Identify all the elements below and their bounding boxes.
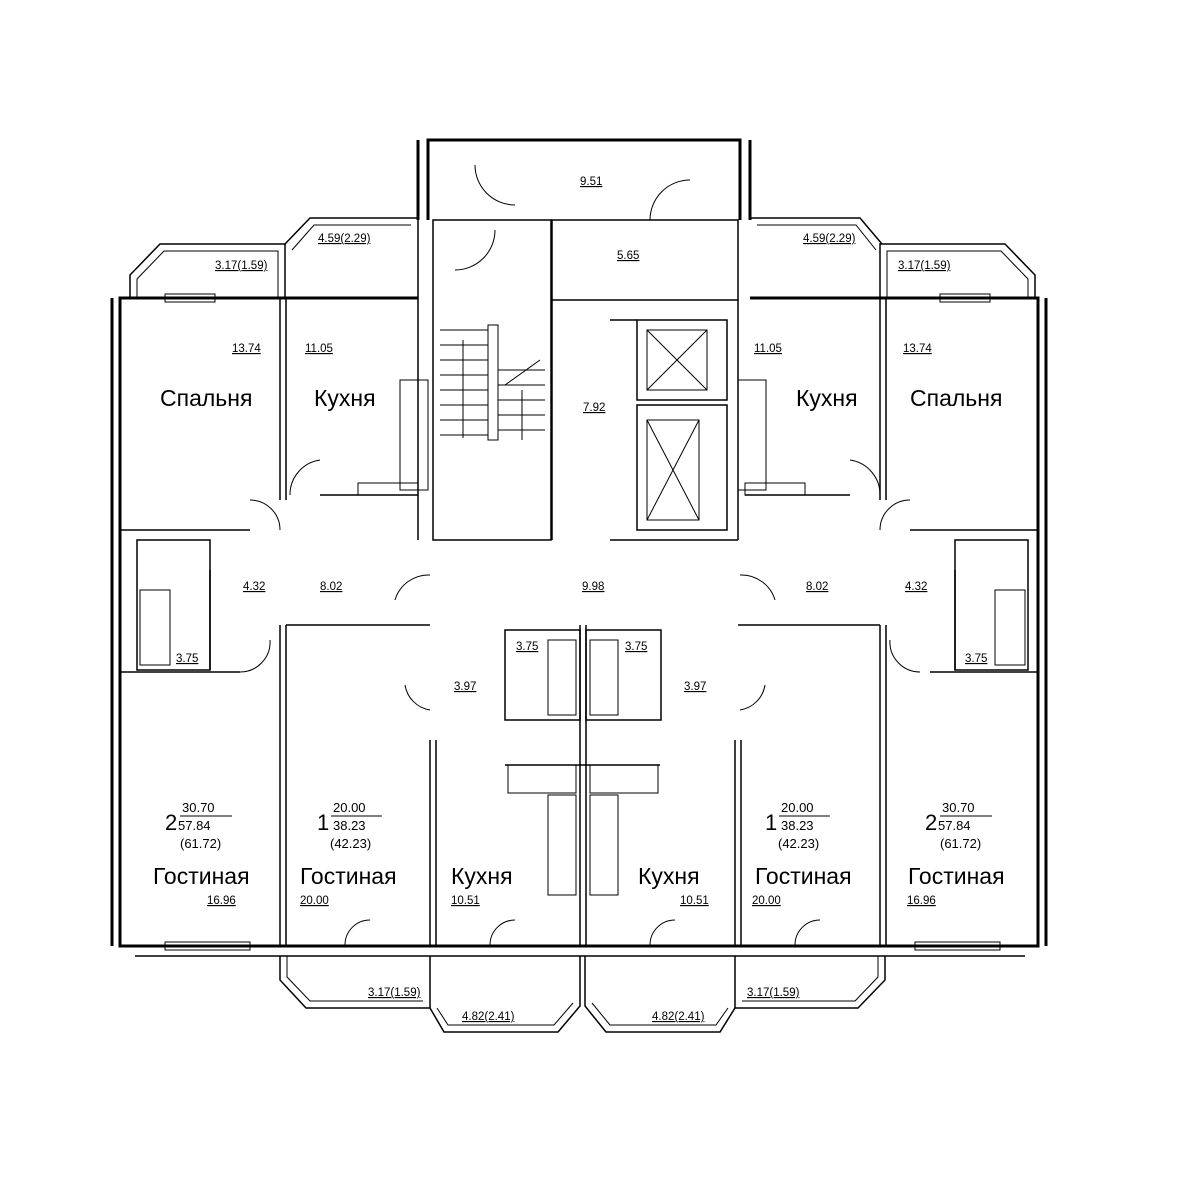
room-name-kitchen-tl: Кухня [314,385,376,411]
apartment-area-with-balcony: (42.23) [330,836,371,851]
apartment-area-with-balcony: (61.72) [180,836,221,851]
area-kitchen-br: 10.51 [680,895,709,907]
apartment-area-with-balcony: (61.72) [940,836,981,851]
interior-walls [120,164,1038,951]
area-elevator-hall: 7.92 [583,402,605,414]
apartment-total-area: 57.84 [938,818,971,833]
area-kitchen-bl: 10.51 [451,895,480,907]
apartment-area-with-balcony: (42.23) [778,836,819,851]
room-name-living-left: Гостиная [300,863,397,889]
area-living-far-right: 16.96 [907,895,936,907]
area-living-far-left: 16.96 [207,895,236,907]
apartment-living-area: 20.00 [333,800,366,815]
area-corridor-center: 9.98 [582,581,604,593]
apartment-rooms: 2 [165,810,177,835]
room-name-kitchen-tr: Кухня [796,385,858,411]
area-balcony-bc-left: 4.82(2.41) [462,1011,515,1023]
area-balcony-tr-outer: 3.17(1.59) [898,260,951,272]
room-areas: 13.74 11.05 11.05 13.74 16.96 20.00 10.5… [176,176,987,1023]
area-top-vestibule: 9.51 [580,176,602,188]
room-name-bedroom-left: Спальня [160,385,252,411]
area-kitchen-tl: 11.05 [305,343,333,355]
apartment-summary-2: 1 20.00 38.23 (42.23) [317,800,382,851]
room-name-kitchen-bl: Кухня [451,863,513,889]
area-bedroom-left: 13.74 [232,343,261,355]
apartment-summary-3: 1 20.00 38.23 (42.23) [765,800,830,851]
apartment-rooms: 2 [925,810,937,835]
area-living-left: 20.00 [300,895,329,907]
area-bedroom-right: 13.74 [903,343,932,355]
apartment-total-area: 38.23 [333,818,366,833]
area-hall-left: 4.32 [243,581,265,593]
area-balcony-bl: 3.17(1.59) [368,987,421,999]
room-labels: Спальня Кухня Кухня Спальня Гостиная Гос… [153,385,1005,889]
area-balcony-tl-inner: 4.59(2.29) [318,233,371,245]
apartment-living-area: 30.70 [942,800,975,815]
stair-treads [440,324,545,441]
area-top-hall: 5.65 [617,250,639,262]
area-hall-center-left: 3.97 [454,681,476,693]
area-bath-left: 3.75 [176,653,198,665]
area-balcony-tl-outer: 3.17(1.59) [215,260,268,272]
apartment-living-area: 30.70 [182,800,215,815]
room-name-living-far-right: Гостиная [908,863,1005,889]
room-name-kitchen-br: Кухня [638,863,700,889]
area-kitchen-tr: 11.05 [754,343,782,355]
area-living-right: 20.00 [752,895,781,907]
room-name-living-right: Гостиная [755,863,852,889]
apartment-rooms: 1 [317,810,329,835]
area-bath-right: 3.75 [965,653,987,665]
apartment-rooms: 1 [765,810,777,835]
apartment-summary-4: 2 30.70 57.84 (61.72) [925,800,992,851]
area-balcony-tr-inner: 4.59(2.29) [803,233,856,245]
area-bath-center-left: 3.75 [516,641,538,653]
area-balcony-br: 3.17(1.59) [747,987,800,999]
apartment-total-area: 38.23 [781,818,814,833]
balconies [129,217,1036,1033]
area-bath-center-right: 3.75 [625,641,647,653]
room-name-bedroom-right: Спальня [910,385,1002,411]
room-name-living-far-left: Гостиная [153,863,250,889]
apartment-total-area: 57.84 [178,818,211,833]
apartment-summary-1: 2 30.70 57.84 (61.72) [165,800,232,851]
area-hall-center-right: 3.97 [684,681,706,693]
area-corridor-left: 8.02 [320,581,342,593]
area-hall-right: 4.32 [905,581,927,593]
area-balcony-bc-right: 4.82(2.41) [652,1011,705,1023]
apartment-living-area: 20.00 [781,800,814,815]
area-corridor-right: 8.02 [806,581,828,593]
